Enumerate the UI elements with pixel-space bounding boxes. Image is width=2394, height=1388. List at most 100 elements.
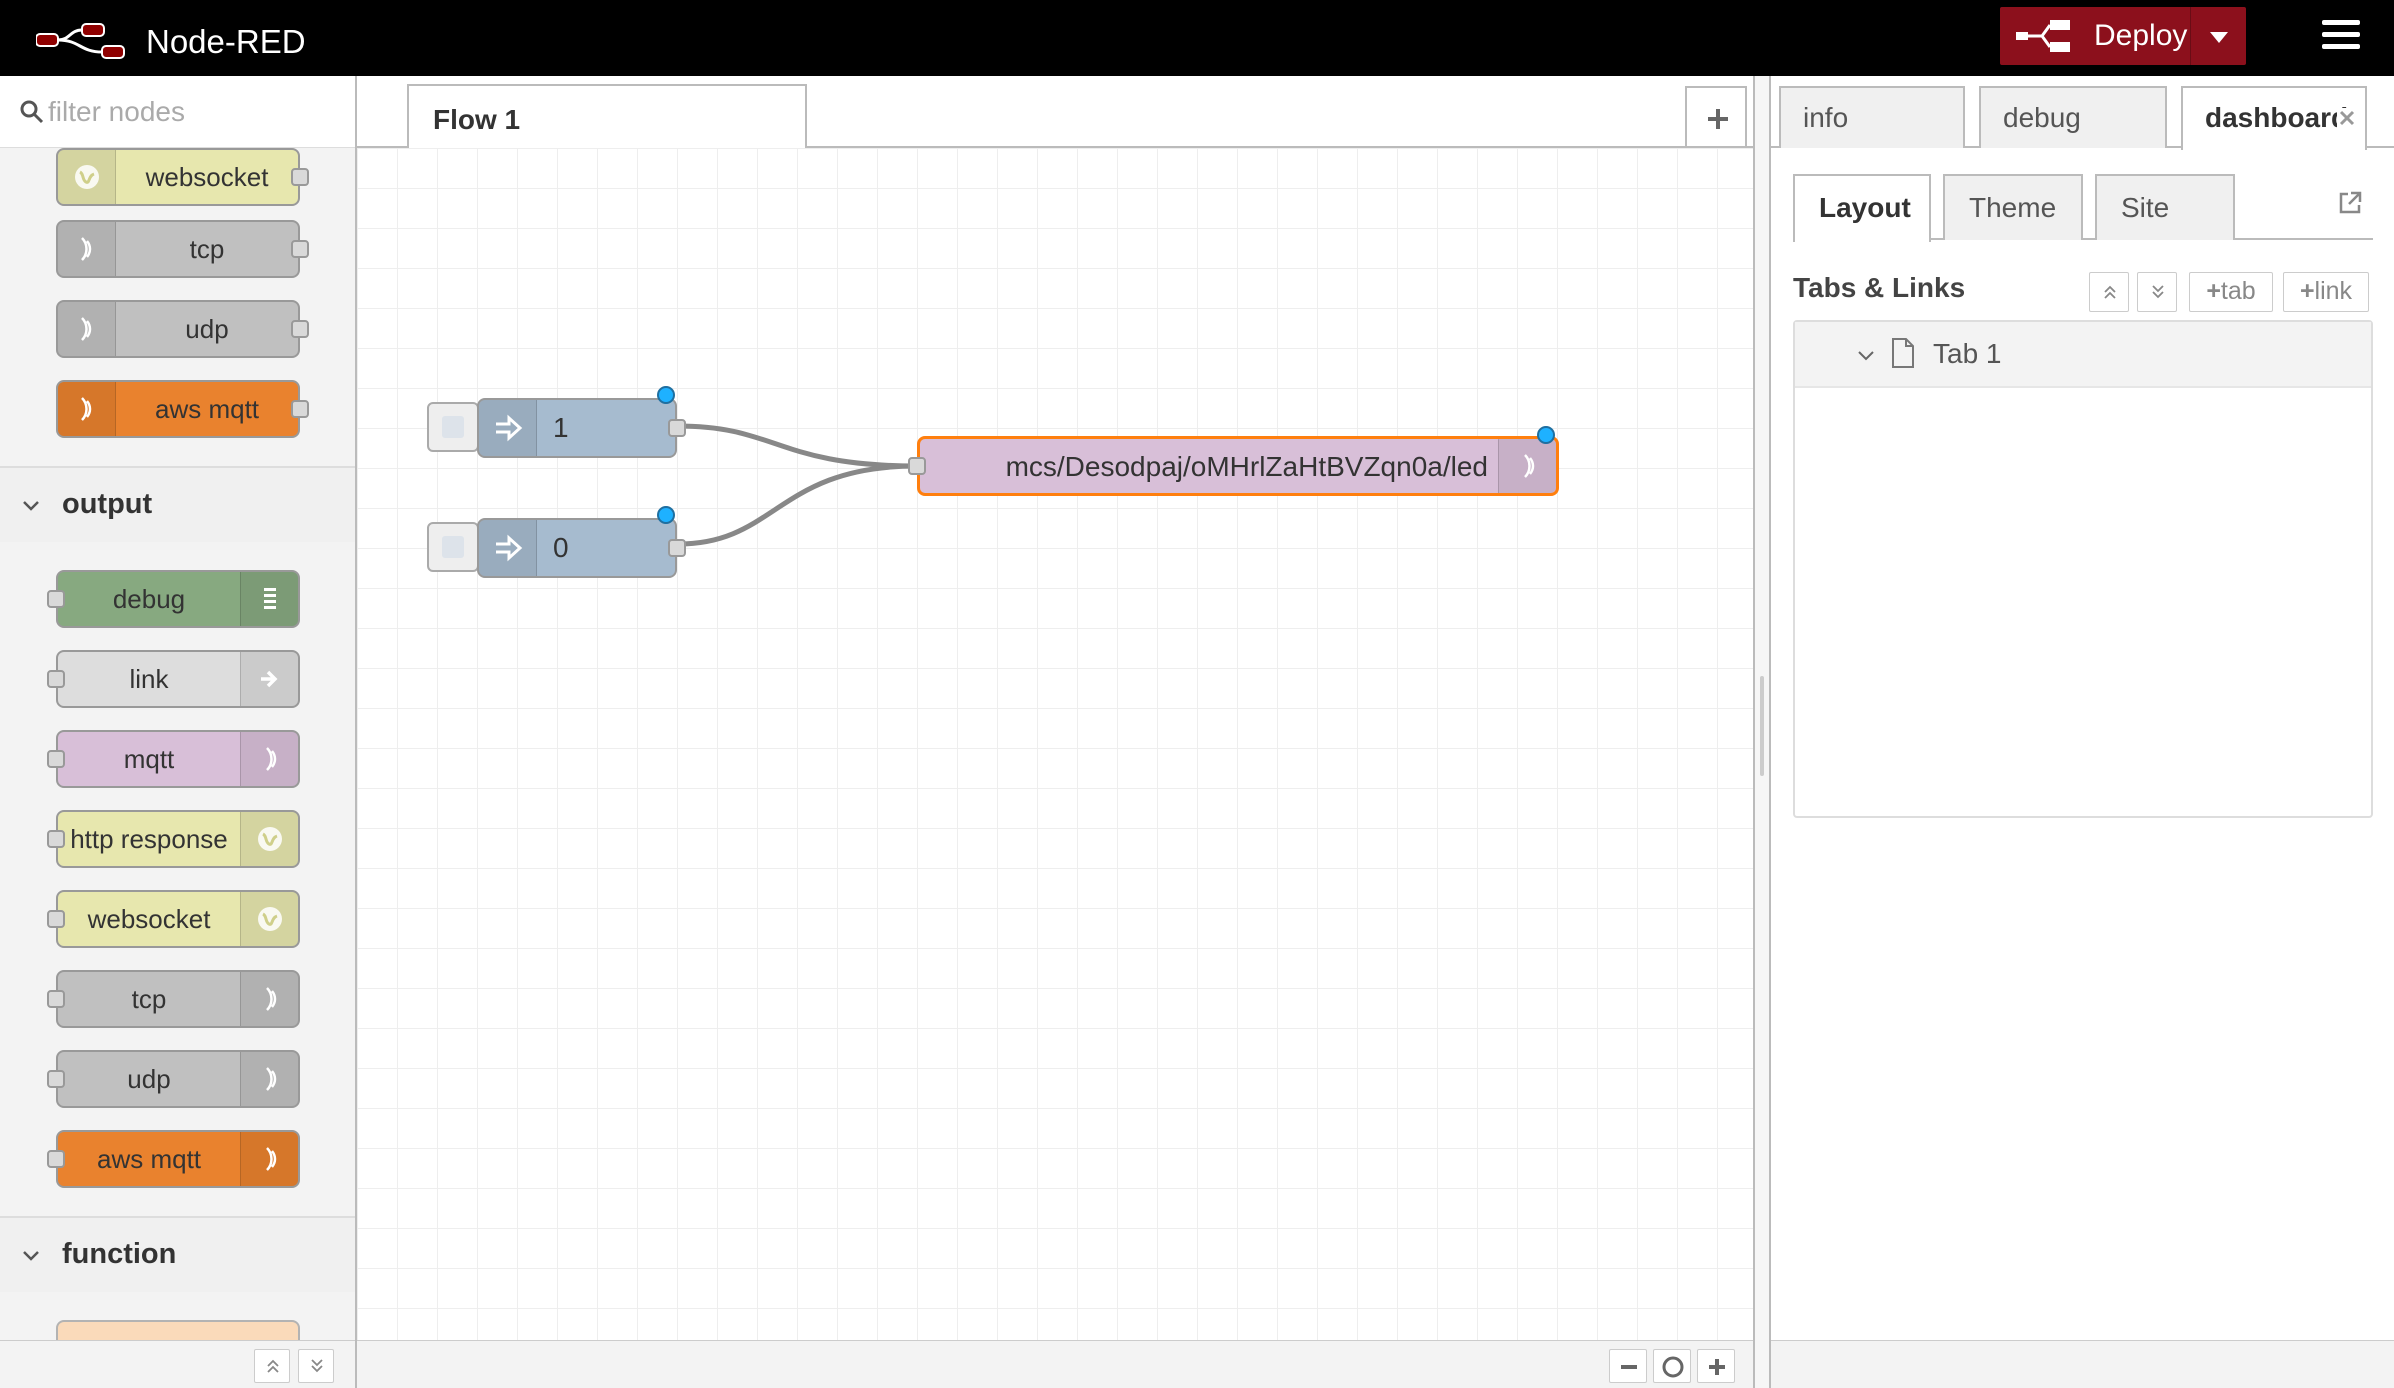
bridge-wave-icon bbox=[58, 302, 116, 356]
input-port[interactable] bbox=[908, 457, 926, 475]
zoom-out-button[interactable] bbox=[1609, 1349, 1647, 1383]
header-bar: Node-RED Deploy bbox=[0, 0, 2394, 76]
plus-icon: + bbox=[2299, 277, 2315, 305]
sidebar: info debug dashboard Layout Theme Site T… bbox=[1771, 76, 2394, 1388]
output-port[interactable] bbox=[291, 400, 309, 418]
caret-down-icon[interactable] bbox=[2210, 32, 2228, 43]
palette-filter bbox=[0, 76, 355, 148]
deploy-icon bbox=[2016, 20, 2070, 52]
palette-node-udp-in[interactable]: udp bbox=[56, 300, 309, 358]
palette-category-function[interactable]: function bbox=[0, 1216, 355, 1292]
input-port[interactable] bbox=[47, 590, 65, 608]
workspace-footer bbox=[357, 1340, 1753, 1388]
palette-node-mqtt-out[interactable]: mqtt bbox=[47, 730, 300, 788]
tab-info[interactable]: info bbox=[1779, 86, 1965, 148]
palette-node-websocket-out[interactable]: websocket bbox=[47, 890, 300, 948]
add-link-button[interactable]: +link bbox=[2283, 272, 2369, 312]
palette-node-http-response[interactable]: http response bbox=[47, 810, 300, 868]
output-port[interactable] bbox=[291, 320, 309, 338]
external-link-icon[interactable] bbox=[2337, 190, 2363, 216]
mqtt-out-node[interactable]: mcs/Desodpaj/oMHrlZaHtBVZqn0a/led bbox=[908, 436, 1559, 496]
resize-grip bbox=[1760, 676, 1764, 776]
output-port[interactable] bbox=[668, 419, 686, 437]
input-port[interactable] bbox=[47, 990, 65, 1008]
deploy-separator bbox=[2190, 7, 2191, 65]
add-flow-button[interactable] bbox=[1685, 86, 1747, 146]
sidebar-tabs: info debug dashboard bbox=[1771, 76, 2394, 150]
file-icon bbox=[1892, 338, 1914, 368]
workspace-tabbar: Flow 1 bbox=[357, 76, 1753, 150]
bridge-wave-icon bbox=[240, 972, 298, 1026]
bridge-wave-icon bbox=[58, 222, 116, 276]
double-chevron-down-icon bbox=[2152, 285, 2164, 299]
palette-category-output[interactable]: output bbox=[0, 466, 355, 542]
double-chevron-up-icon bbox=[2104, 285, 2116, 299]
palette-node-tcp-in[interactable]: tcp bbox=[56, 220, 309, 278]
globe-icon bbox=[240, 892, 298, 946]
inject-trigger-button[interactable] bbox=[427, 522, 479, 572]
close-icon[interactable] bbox=[2337, 108, 2357, 128]
tabs-links-tree: Tab 1 bbox=[1793, 320, 2373, 818]
tab-dashboard[interactable]: dashboard bbox=[2181, 86, 2367, 150]
expand-all-button[interactable] bbox=[2137, 272, 2177, 312]
minus-icon bbox=[1621, 1365, 1637, 1369]
inject-node-1[interactable]: 1 bbox=[477, 398, 686, 458]
app-title: Node-RED bbox=[146, 23, 306, 60]
hamburger-menu-icon[interactable] bbox=[2322, 20, 2360, 50]
input-port[interactable] bbox=[47, 830, 65, 848]
palette-node-aws-mqtt-in[interactable]: aws mqtt bbox=[56, 380, 309, 438]
inject-trigger-button[interactable] bbox=[427, 402, 479, 452]
collapse-all-button[interactable] bbox=[254, 1349, 290, 1383]
plus-icon: + bbox=[2206, 277, 2221, 305]
output-port[interactable] bbox=[291, 168, 309, 186]
flow-canvas[interactable]: 1 0 mcs/Desodpaj/oMHrlZaHtBVZqn0a/led bbox=[357, 148, 1753, 1340]
chevron-down-icon bbox=[23, 501, 39, 511]
filter-nodes-input[interactable] bbox=[48, 90, 338, 134]
palette-node-link-out[interactable]: link bbox=[47, 650, 300, 708]
changed-indicator bbox=[657, 386, 675, 404]
add-tab-button[interactable]: +tab bbox=[2189, 272, 2273, 312]
globe-icon bbox=[58, 150, 116, 204]
output-port[interactable] bbox=[668, 539, 686, 557]
palette-node-debug[interactable]: debug bbox=[47, 570, 300, 628]
wires bbox=[677, 423, 918, 547]
zoom-in-button[interactable] bbox=[1697, 1349, 1735, 1383]
tab-site[interactable]: Site bbox=[2095, 174, 2235, 240]
bridge-wave-icon bbox=[1498, 439, 1556, 493]
tree-item-tab-1[interactable]: Tab 1 bbox=[1795, 322, 2371, 388]
sidebar-footer bbox=[1771, 1340, 2394, 1388]
collapse-all-button[interactable] bbox=[2089, 272, 2129, 312]
expand-all-button[interactable] bbox=[298, 1349, 334, 1383]
palette-node-websocket-in[interactable]: websocket bbox=[56, 148, 309, 206]
changed-indicator bbox=[657, 506, 675, 524]
input-port[interactable] bbox=[47, 1150, 65, 1168]
palette-node-udp-out[interactable]: udp bbox=[47, 1050, 300, 1108]
palette-node-tcp-out[interactable]: tcp bbox=[47, 970, 300, 1028]
inject-node-0[interactable]: 0 bbox=[477, 518, 686, 578]
sidebar-resize-handle[interactable] bbox=[1753, 76, 1771, 1388]
zoom-reset-button[interactable] bbox=[1653, 1349, 1691, 1383]
deploy-label: Deploy bbox=[2094, 19, 2188, 52]
input-port[interactable] bbox=[47, 750, 65, 768]
tab-theme[interactable]: Theme bbox=[1943, 174, 2083, 240]
input-port[interactable] bbox=[47, 1070, 65, 1088]
circle-icon bbox=[1662, 1356, 1684, 1378]
bridge-wave-icon bbox=[240, 1052, 298, 1106]
deploy-button[interactable]: Deploy bbox=[2000, 7, 2246, 65]
tab-debug[interactable]: debug bbox=[1979, 86, 2167, 148]
node-palette: websocket tcp udp aws mqtt output debug bbox=[0, 76, 357, 1388]
output-port[interactable] bbox=[291, 240, 309, 258]
palette-node-aws-mqtt-out[interactable]: aws mqtt bbox=[47, 1130, 300, 1188]
workspace: Flow 1 1 0 bbox=[357, 76, 1753, 1388]
chevron-down-icon bbox=[23, 1251, 39, 1261]
input-port[interactable] bbox=[47, 670, 65, 688]
inject-arrow-icon bbox=[479, 400, 537, 456]
bridge-wave-icon bbox=[240, 1132, 298, 1186]
tab-flow-1[interactable]: Flow 1 bbox=[407, 84, 807, 150]
search-icon bbox=[20, 100, 44, 124]
chevron-down-icon[interactable] bbox=[1857, 350, 1875, 362]
input-port[interactable] bbox=[47, 910, 65, 928]
tab-layout[interactable]: Layout bbox=[1793, 174, 1931, 242]
bridge-wave-icon bbox=[240, 732, 298, 786]
bridge-wave-icon bbox=[58, 382, 116, 436]
